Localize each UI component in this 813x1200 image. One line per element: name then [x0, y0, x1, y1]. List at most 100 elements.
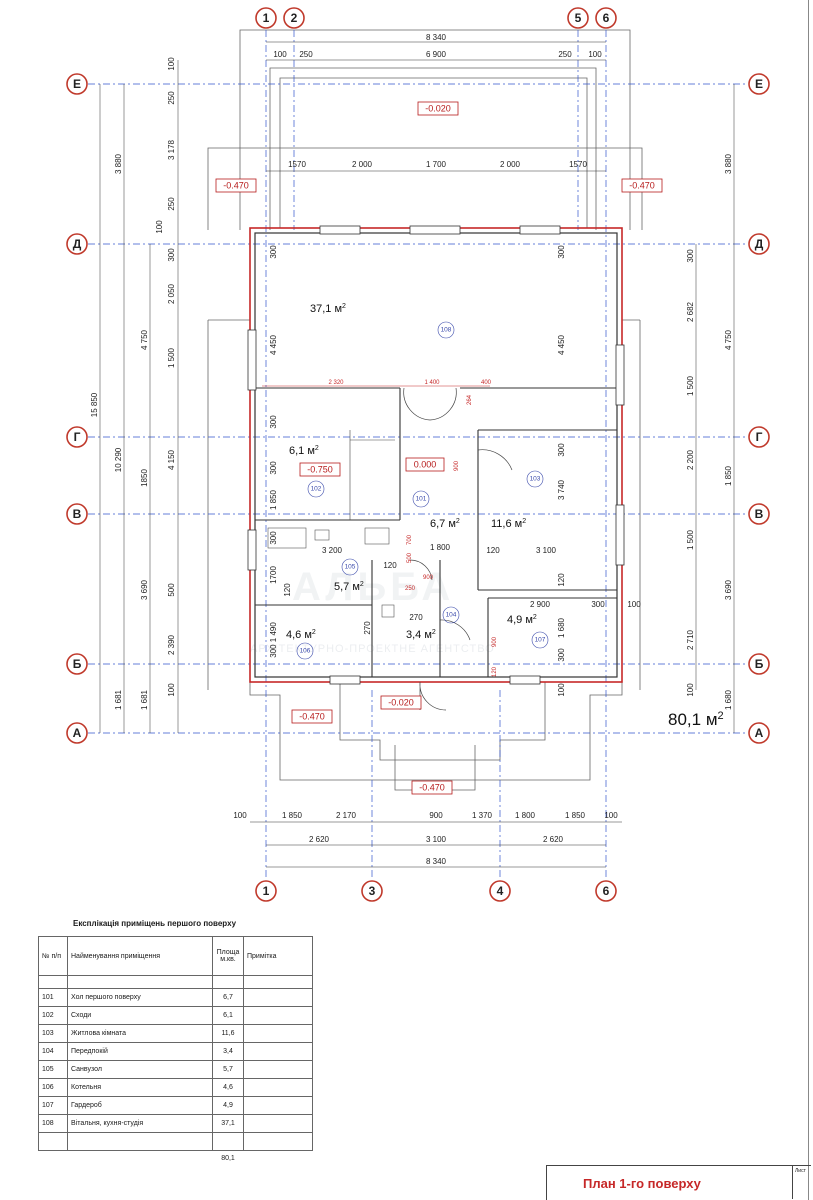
dim-int-15: 1700 — [269, 566, 278, 584]
dim-left-c4-8: 1850 — [140, 469, 149, 487]
room-number-102: 102 — [307, 480, 325, 498]
sheet-number-cell: Лист — [792, 1165, 811, 1199]
dim-top-r3-0: 1570 — [288, 160, 306, 169]
dim-left-c4-10: 2 390 — [167, 634, 176, 655]
dim-top-r2-0: 100 — [273, 50, 287, 59]
dim-top-r2-3: 250 — [558, 50, 572, 59]
dim-int-4: 300 — [269, 415, 278, 429]
svg-text:0.000: 0.000 — [414, 460, 437, 470]
svg-text:4: 4 — [497, 884, 504, 898]
level-mark: -0.750 — [299, 462, 341, 477]
room-number-101: 101 — [412, 490, 430, 508]
svg-text:Е: Е — [73, 77, 81, 91]
window-south-1 — [329, 675, 361, 685]
dim-top-r2-2: 6 900 — [426, 50, 447, 59]
dim-bot-r2-1: 3 100 — [426, 835, 447, 844]
svg-text:107: 107 — [535, 637, 546, 644]
level-mark: -0.470 — [411, 780, 453, 795]
dim-left-c2-1: 4 750 — [140, 329, 149, 350]
svg-text:1: 1 — [263, 884, 270, 898]
dim-int-24: 120 — [557, 573, 566, 587]
dim-int-1: 4 450 — [557, 334, 566, 355]
room-number-106: 106 — [296, 642, 314, 660]
dim-left-c4-4: 100 — [155, 220, 164, 234]
svg-text:Б: Б — [73, 657, 82, 671]
col-header-area: Площа м.кв. — [212, 936, 244, 976]
dim-right-c2-0: 300 — [686, 249, 695, 263]
dim-int-2: 300 — [269, 245, 278, 259]
dim-int-3: 300 — [557, 245, 566, 259]
dim-right-c2-6: 100 — [686, 683, 695, 697]
dim-right-c1-4: 1 680 — [724, 689, 733, 710]
dim-right-c2-4: 1 500 — [686, 529, 695, 550]
red-dim-9: 900 — [492, 636, 498, 647]
svg-text:Г: Г — [756, 430, 763, 444]
dim-left-c4-6: 2 050 — [167, 283, 176, 304]
dim-int-0: 4 450 — [269, 334, 278, 355]
watermark-text: АЛЬБА — [292, 565, 454, 609]
schedule-header-row: № п/п Найменування приміщення Площа м.кв… — [38, 936, 313, 976]
dim-bot-r1-5: 1 800 — [515, 811, 536, 820]
terrace-outline — [207, 29, 643, 791]
axis-right-V: В — [748, 503, 770, 525]
axis-bottom-1: 1 — [255, 880, 277, 902]
title-block: План 1-го поверху — [546, 1165, 793, 1200]
dimensions-right: 3 880 4 750 1 850 3 690 1 680 300 2 682 … — [686, 153, 733, 710]
dim-int-13: 3 200 — [322, 546, 343, 555]
sheet-title: План 1-го поверху — [583, 1176, 701, 1191]
dim-left-c4-9: 500 — [167, 583, 176, 597]
dim-int-25: 300 — [557, 648, 566, 662]
dim-top-r3-3: 2 000 — [500, 160, 521, 169]
dim-int-10: 1 800 — [430, 543, 451, 552]
window-north-3 — [519, 225, 561, 235]
dim-bot-r1-6: 1 850 — [565, 811, 586, 820]
level-mark: -0.470 — [215, 178, 257, 193]
boiler-unit — [381, 604, 395, 618]
terrace-north-edge — [279, 77, 588, 228]
room-schedule: Експлікація приміщень першого поверху № … — [38, 919, 313, 1165]
window-east-2 — [615, 504, 625, 566]
red-dim-2: 400 — [481, 380, 492, 386]
dimension-lines — [99, 41, 735, 868]
axis-bottom-4: 4 — [489, 880, 511, 902]
dim-int-17: 300 1 490 — [269, 622, 278, 658]
dim-left-c4-7: 1 500 — [167, 347, 176, 368]
dim-top-r2-1: 250 — [299, 50, 313, 59]
dim-int-26: 100 — [557, 683, 566, 697]
dim-int-16: 120 — [283, 583, 292, 597]
dim-left-overall: 15 850 — [90, 392, 99, 417]
svg-text:101: 101 — [416, 496, 427, 503]
svg-text:1: 1 — [263, 11, 270, 25]
room-102-area: 6,1 м2 — [289, 445, 319, 457]
dim-int-18: 270 — [363, 621, 372, 635]
axis-right-E: Е — [748, 73, 770, 95]
dimensions-left: 15 850 3 880 4 750 10 290 3 690 1 681 4 … — [90, 57, 176, 710]
dim-bot-overall: 8 340 — [426, 857, 447, 866]
dim-left-c2-3: 3 690 — [140, 579, 149, 600]
dim-right-c2-2: 1 500 — [686, 375, 695, 396]
total-floor-area: 80,1 м2 — [668, 710, 724, 729]
door-wardrobe — [439, 619, 471, 641]
table-row-blank — [38, 975, 313, 989]
sheet-frame-right — [808, 0, 809, 1200]
dimensions-bottom: 100 1 850 2 170 900 1 370 1 800 1 850 10… — [233, 811, 618, 866]
dim-int-21: 300 — [591, 600, 605, 609]
dim-left-c4-3: 250 — [167, 197, 176, 211]
dim-right-c1-0: 3 880 — [724, 153, 733, 174]
window-north-2 — [409, 225, 461, 235]
axis-grid — [88, 30, 748, 880]
svg-text:-0.750: -0.750 — [307, 465, 333, 475]
axis-markers: 1 2 5 6 1 3 4 6 Е Д Г В Б А Е Д Г В Б А — [66, 7, 770, 902]
axis-right-B: Б — [748, 653, 770, 675]
svg-text:Г: Г — [74, 430, 81, 444]
window-west-2 — [247, 529, 257, 571]
dim-left-c4-1: 250 — [167, 91, 176, 105]
dim-left-c2-0: 3 880 — [114, 153, 123, 174]
dim-int-9: 300 — [269, 531, 278, 545]
dimensions-red: 2 320 1 400 400 264 900 700 500 900 250 … — [262, 380, 498, 677]
svg-text:А: А — [755, 726, 764, 740]
